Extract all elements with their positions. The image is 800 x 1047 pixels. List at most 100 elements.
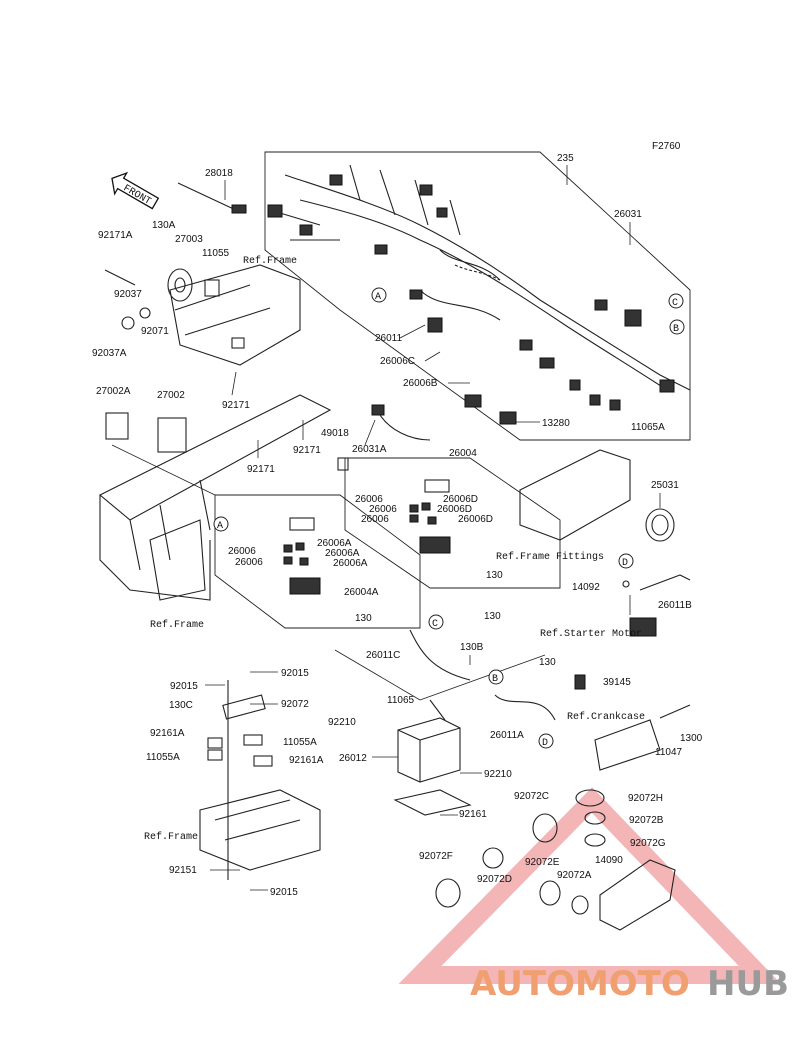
lead-26011A [494, 694, 556, 721]
callout-letter: D [542, 738, 548, 749]
figure-code: F2760 [652, 141, 681, 152]
part-number-label: 14092 [572, 582, 600, 593]
relay-block-26004A [283, 517, 321, 595]
part-number-label: 92072G [630, 838, 666, 849]
part-number-label: 13280 [542, 418, 570, 429]
part-number-label: 92072E [525, 857, 560, 868]
ref-frame-1: Ref.Frame [243, 255, 297, 267]
reference-labels: Ref.Frame Ref.Frame Ref.Frame Ref.Frame … [144, 255, 645, 843]
part-number-label: 26006 [369, 504, 397, 515]
callout-letter: C [672, 298, 678, 309]
part-number-label: 26006D [458, 514, 493, 525]
part-number-label: 26006 [235, 557, 263, 568]
part-number-label: 92171A [98, 230, 133, 241]
part-number-label: 11047 [655, 747, 683, 758]
part-number-label: 26004A [344, 587, 379, 598]
part-number-label: 92072A [557, 870, 592, 881]
part-number-label: 1300 [680, 733, 703, 744]
callout-letter: C [432, 619, 438, 630]
part-number-label: 25031 [651, 480, 679, 491]
part-number-label: 26006D [443, 494, 478, 505]
part-number-label: 92072D [477, 874, 512, 885]
part-number-label: 92161 [459, 809, 487, 820]
horn-27003 [167, 268, 220, 302]
part-39145 [574, 674, 586, 690]
front-arrow: FRONT [111, 171, 160, 210]
part-number-label: 92072B [629, 815, 664, 826]
part-number-label: 92072C [514, 791, 549, 802]
part-number-label: 92171 [222, 400, 250, 411]
part-number-label: 26006A [333, 558, 368, 569]
part-number-label: 92072F [419, 851, 453, 862]
part-number-label: 92210 [484, 769, 512, 780]
watermark-text-2: HUB [707, 964, 789, 1004]
watermark-triangle [398, 787, 782, 984]
part-number-label: 92210 [328, 717, 356, 728]
harness-box [264, 151, 691, 441]
part-number-label: 11055A [283, 737, 317, 748]
part-number-label: 26011A [490, 730, 524, 741]
part-number-label: 130C [169, 700, 193, 711]
part-number-label: 26006A [317, 538, 352, 549]
ref-crankcase: Ref.Crankcase [567, 711, 645, 723]
callout-letter: B [492, 674, 498, 685]
part-number-label: 26006B [403, 378, 438, 389]
callout-letter: D [622, 558, 628, 569]
cover-14090 [599, 859, 676, 931]
part-number-label: 26006 [228, 546, 256, 557]
callout-letter: A [375, 292, 381, 303]
ref-frame-fittings: Ref.Frame Fittings [496, 551, 604, 563]
watermark: AUTOMOTO HUB [398, 787, 789, 1004]
lead-11065 [429, 699, 446, 721]
part-number-label: 92015 [281, 668, 309, 679]
part-number-label: 92072H [628, 793, 663, 804]
part-number-label: 92072 [281, 699, 309, 710]
lower-frame [99, 394, 332, 601]
part-number-label: 27003 [175, 234, 203, 245]
part-number-label: 26006 [361, 514, 389, 525]
upper-frame [169, 264, 301, 366]
part-number-label: 130 [484, 611, 501, 622]
callout-letter: B [673, 324, 679, 335]
callout-markers: A C B A D C B D [213, 287, 685, 749]
part-number-label: 92037 [114, 289, 142, 300]
part-number-label: 130 [355, 613, 372, 624]
ref-frame-2: Ref.Frame [150, 619, 204, 631]
part-number-label: 26006D [437, 504, 472, 515]
part-number-label: 92037A [92, 348, 127, 359]
crankcase-sensor [594, 704, 691, 771]
sub-harness-26031A [337, 404, 431, 471]
relay-box-26004A [214, 494, 421, 629]
battery-tray [199, 789, 321, 871]
part-number-label: 27002A [96, 386, 131, 397]
ref-frame-3: Ref.Frame [144, 831, 198, 843]
starter-lead-26011B [622, 574, 691, 637]
relay-box-26004 [344, 457, 561, 589]
part-number-label: 14090 [595, 855, 623, 866]
cable-28018 [177, 182, 247, 214]
part-number-label: 130 [539, 657, 556, 668]
callout-letter: A [217, 521, 223, 532]
part-number-label: 49018 [321, 428, 349, 439]
part-number-label: 26006A [325, 548, 360, 559]
battery-26012 [393, 717, 472, 816]
part-number-label: 92161A [150, 728, 185, 739]
relay-27002 [157, 417, 187, 453]
part-number-label: 26011 [375, 333, 403, 344]
relay-27002A [105, 412, 129, 440]
part-number-label: 11055 [202, 248, 230, 259]
part-number-label: 235 [557, 153, 574, 164]
clamps [435, 789, 606, 915]
part-number-label: 11065A [631, 422, 665, 433]
relay-block-26004 [409, 479, 451, 554]
part-number-label: 26011B [658, 600, 692, 611]
lead-26011C [409, 629, 471, 681]
part-number-label: 26012 [339, 753, 367, 764]
part-number-label: 39145 [603, 677, 631, 688]
leader-lines [205, 165, 661, 891]
part-number-label: 130B [460, 642, 484, 653]
part-labels: 28018 235 26031 92171A 130A 27003 11055 … [92, 153, 703, 898]
battery-bracket [207, 680, 273, 880]
watermark-text-1: AUTOMOTO [470, 964, 690, 1004]
part-number-label: 26031A [352, 444, 387, 455]
